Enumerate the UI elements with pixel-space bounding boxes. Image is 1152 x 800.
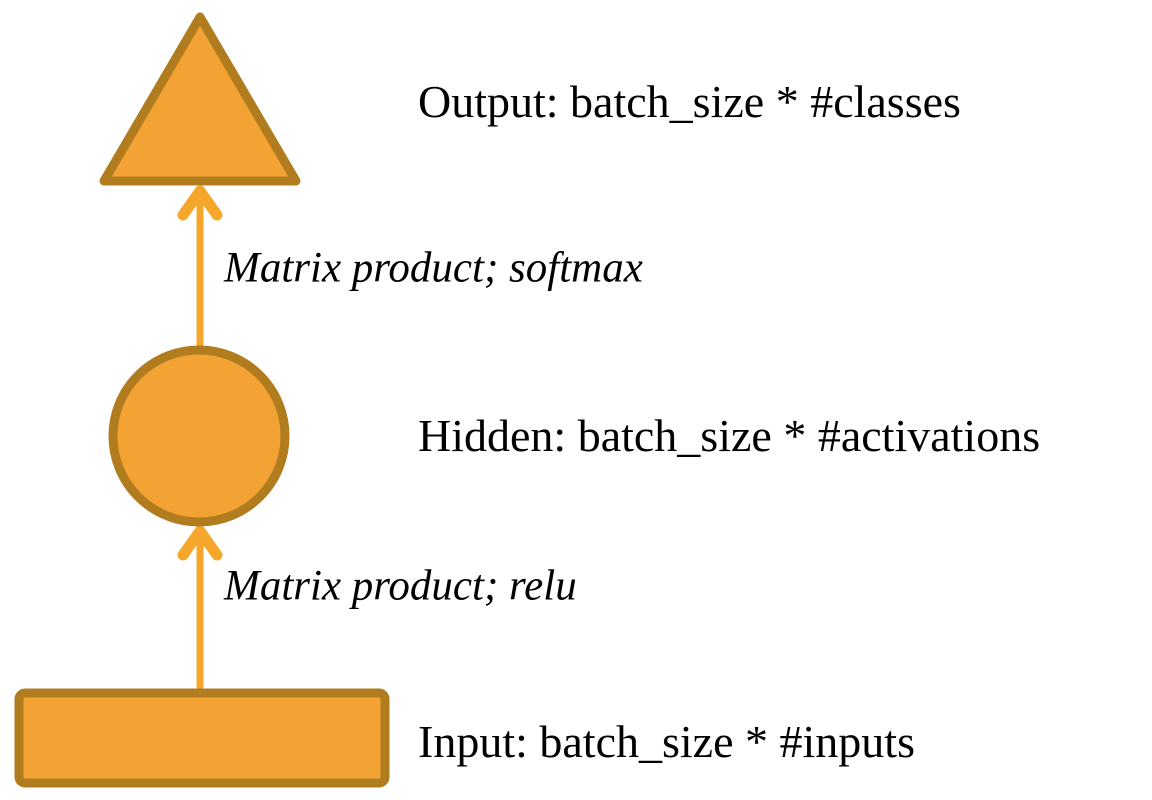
input-layer-label: Input: batch_size * #inputs (418, 716, 915, 767)
arrow-hidden-to-output (177, 185, 223, 348)
arrow-input-to-hidden (177, 525, 223, 689)
output-layer-label: Output: batch_size * #classes (418, 76, 961, 127)
edge-label-softmax: Matrix product; softmax (224, 244, 643, 292)
arrow-up-icon (177, 525, 223, 561)
hidden-layer-circle (108, 345, 290, 527)
arrow-up-icon (177, 185, 223, 221)
output-layer-triangle (99, 12, 301, 186)
hidden-layer-label: Hidden: batch_size * #activations (418, 410, 1041, 461)
edge-label-relu: Matrix product; relu (224, 562, 577, 610)
input-layer-rectangle (14, 688, 390, 788)
